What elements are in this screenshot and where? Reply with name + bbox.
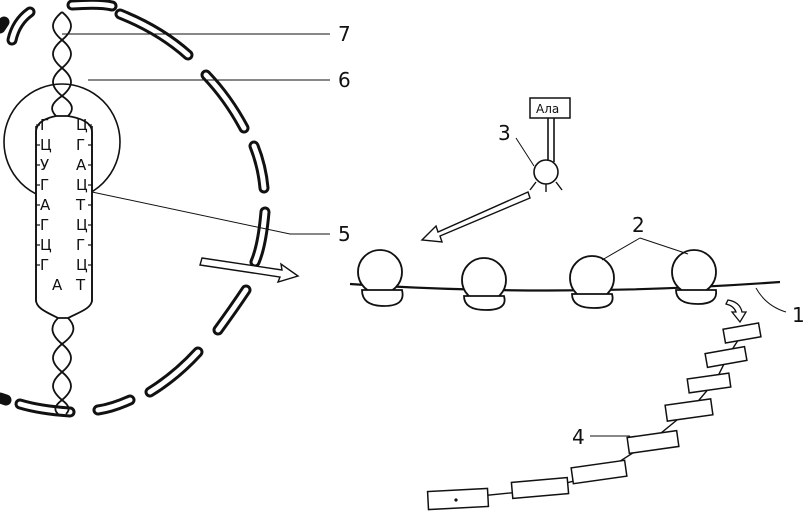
base-right: Г — [76, 136, 85, 154]
base-right: Ц — [76, 176, 88, 194]
base-right: Т — [75, 276, 86, 294]
leader-line-3 — [515, 137, 535, 167]
base-left: Г — [40, 176, 49, 194]
release-arrow — [725, 299, 748, 324]
ribosome — [461, 257, 507, 311]
leader-lines-2 — [601, 237, 689, 261]
trna-arrow — [420, 191, 531, 243]
label-4: 4 — [572, 425, 585, 449]
amino-acid-box — [529, 97, 571, 119]
amino-acid-residue — [626, 429, 680, 455]
export-arrow — [199, 257, 300, 284]
dna-helix-top — [51, 11, 73, 117]
label-3: 3 — [498, 121, 511, 145]
label-7: 7 — [338, 22, 351, 46]
trna: Ала — [529, 97, 571, 192]
amino-acid-label: Ала — [536, 102, 559, 116]
amino-acid-residue — [664, 398, 714, 422]
base-left: А — [40, 196, 51, 214]
amino-acid-residue — [570, 459, 628, 485]
base-left: Г — [40, 116, 49, 134]
base-left: Ц — [40, 136, 52, 154]
dna-helix-bottom — [51, 317, 75, 415]
base-left: Г — [40, 216, 49, 234]
label-5: 5 — [338, 222, 351, 246]
base-right: Ц — [76, 216, 88, 234]
label-6: 6 — [338, 68, 351, 92]
base-left: У — [40, 156, 49, 174]
label-1: 1 — [792, 303, 805, 327]
dna-right-strand: Ц Г А Ц Т Ц Г Ц Т — [75, 116, 88, 294]
leader-line-1 — [755, 287, 787, 313]
ribosome — [357, 249, 404, 307]
polypeptide-chain — [426, 322, 762, 511]
base-right: Ц — [76, 116, 88, 134]
ribosomes — [357, 249, 718, 311]
base-right: А — [76, 156, 87, 174]
amino-acid-residue — [686, 372, 732, 394]
amino-acid-residue — [510, 476, 570, 500]
base-right: Г — [76, 236, 85, 254]
base-left: Г — [40, 256, 49, 274]
amino-acid-residue — [722, 322, 762, 344]
label-2: 2 — [632, 213, 645, 237]
amino-acid-residue — [426, 487, 490, 511]
mrna-strand — [349, 280, 781, 292]
ribosome — [671, 249, 718, 305]
base-right: Ц — [76, 256, 88, 274]
ribosome — [569, 255, 615, 309]
dna-left-strand: Г Ц У Г А Г Ц Г А — [40, 116, 63, 294]
leader-lines-left — [62, 33, 330, 235]
amino-acid-residue — [704, 345, 748, 369]
base-left: Ц — [40, 236, 52, 254]
base-left: А — [52, 276, 63, 294]
base-right: Т — [75, 196, 86, 214]
